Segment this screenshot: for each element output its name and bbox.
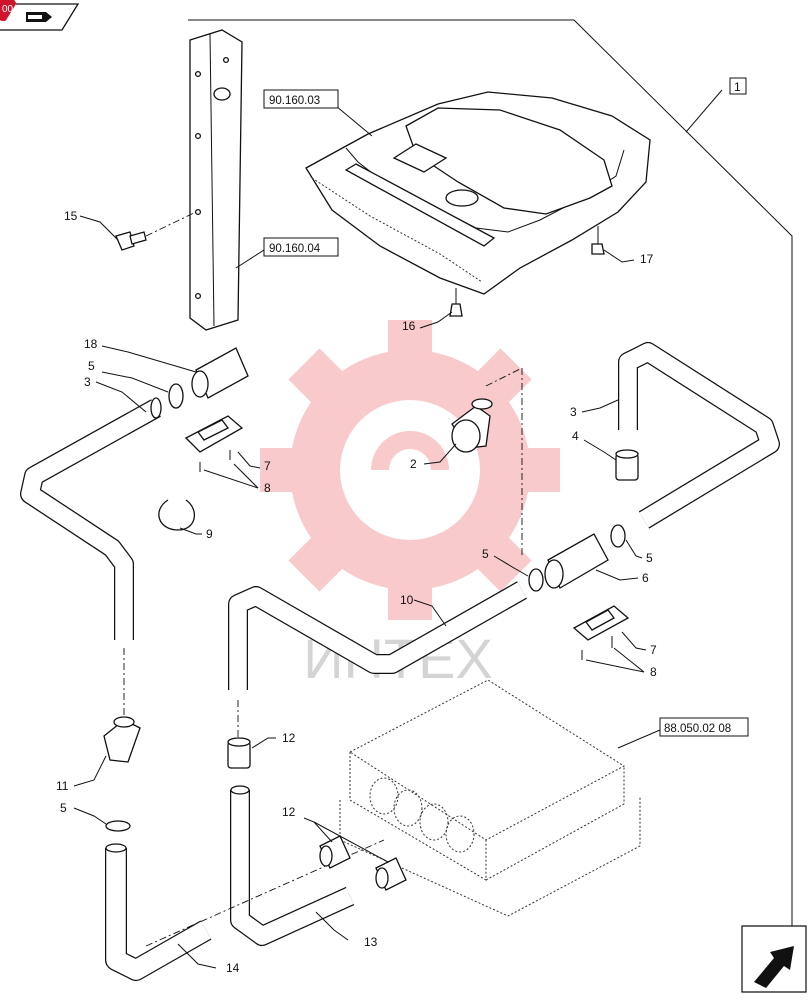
callout-14: 14 — [226, 961, 240, 975]
seat-cover-ref: 90.160.03 — [269, 95, 320, 107]
clip-7b — [572, 605, 630, 660]
callout-8b: 8 — [650, 665, 657, 679]
seat-cover-ref-box — [263, 89, 339, 109]
sleeve-12a — [227, 737, 251, 769]
callout-5d: 5 — [60, 801, 67, 815]
connector-6 — [544, 533, 609, 589]
callout-13: 13 — [364, 935, 378, 949]
callout-15: 15 — [64, 209, 78, 223]
hose-3-right — [618, 342, 780, 529]
seal-ring-5b — [610, 524, 626, 548]
callout-9: 9 — [206, 527, 213, 541]
callout-7a: 7 — [264, 459, 271, 473]
callout-3b: 3 — [570, 405, 577, 419]
sleeve-12b — [319, 835, 351, 869]
callout-3a: 3 — [84, 375, 91, 389]
callout-5c: 5 — [482, 547, 489, 561]
seal-ring-5d — [105, 820, 131, 832]
connector-11 — [103, 716, 141, 763]
group-leader-line — [188, 19, 793, 960]
seat-post-ref-box — [263, 237, 339, 257]
callout-12b: 12 — [282, 805, 296, 819]
callout-8a: 8 — [264, 481, 271, 495]
callout-16: 16 — [402, 319, 416, 333]
callout-18: 18 — [84, 337, 98, 351]
book-icon[interactable] — [0, 3, 80, 31]
hose-13 — [230, 785, 355, 946]
clip-7a — [184, 415, 244, 472]
seal-ring-5a — [168, 383, 184, 409]
group-number: 1 — [734, 80, 741, 94]
connector-18 — [191, 347, 249, 399]
sleeve-12c — [375, 857, 407, 891]
hose-14 — [105, 843, 212, 981]
seat-cover — [305, 91, 651, 295]
screw-16 — [449, 288, 463, 317]
callout-7b: 7 — [650, 643, 657, 657]
hose-clamp-9 — [158, 499, 196, 531]
air-box-ref-box — [659, 717, 749, 737]
group-number-box — [729, 77, 747, 95]
hose-3-left — [20, 397, 162, 640]
callout-4: 4 — [572, 429, 579, 443]
corner-badge-number: 00 — [2, 4, 14, 15]
screw-15 — [115, 231, 147, 251]
callout-2: 2 — [410, 457, 417, 471]
callout-11: 11 — [56, 779, 69, 793]
callout-17: 17 — [640, 252, 654, 266]
screw-17 — [591, 226, 605, 255]
callout-6: 6 — [642, 571, 649, 585]
elbow-2 — [451, 398, 493, 453]
callout-12a: 12 — [282, 731, 296, 745]
seat-post-ref: 90.160.04 — [269, 243, 321, 255]
air-box — [339, 679, 641, 917]
sleeve-4 — [615, 449, 639, 481]
callout-5a: 5 — [88, 359, 95, 373]
callout-10: 10 — [400, 593, 414, 607]
hose-10 — [228, 581, 527, 690]
next-page-arrow-icon[interactable] — [741, 925, 807, 993]
seat-post — [189, 29, 243, 331]
air-box-ref: 88.050.02 08 — [664, 723, 731, 735]
callout-5b: 5 — [646, 551, 653, 565]
seal-ring-5c — [528, 568, 544, 592]
